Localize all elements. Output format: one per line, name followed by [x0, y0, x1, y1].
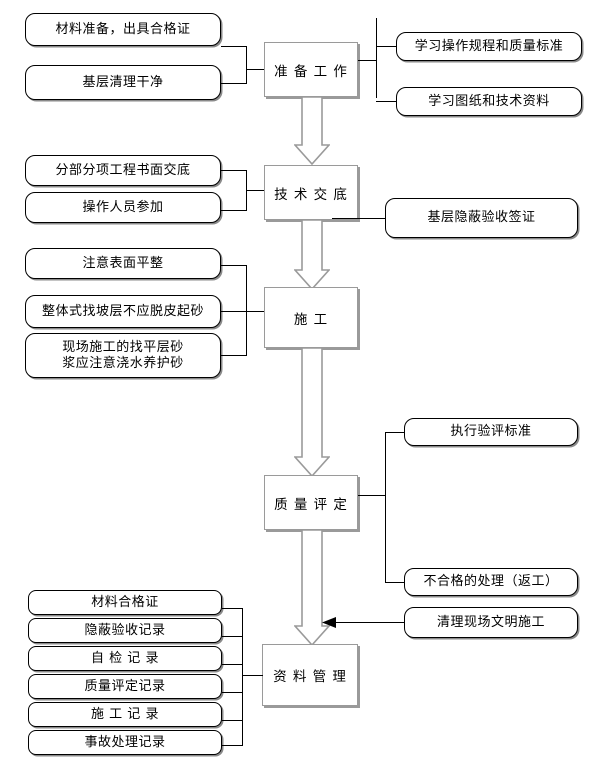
- prep-output-box-2: 学习图纸和技术资料: [396, 87, 582, 116]
- tech-input-connector-bot: [221, 210, 247, 211]
- prep-output-box-1: 学习操作规程和质量标准: [396, 32, 582, 61]
- archive-input-connector-3: [222, 664, 243, 665]
- prep-output-connector-2: [376, 101, 397, 102]
- tech-output-box-1: 基层隐蔽验收签证: [385, 198, 578, 238]
- prep-output-stem: [358, 60, 376, 61]
- archive-side-note-box: 清理现场文明施工: [404, 607, 578, 638]
- construct-input-box-1: 注意表面平整: [25, 248, 221, 279]
- archive-input-connector-6: [222, 745, 243, 746]
- quality-output-bracket: [385, 432, 386, 582]
- archive-input-box-6: 事故处理记录: [28, 730, 222, 755]
- construct-input-bracket: [246, 265, 247, 355]
- prep-input-stem: [246, 69, 264, 70]
- arrow-tech-to-construct: [294, 220, 330, 290]
- archive-input-bracket: [242, 608, 243, 745]
- archive-input-connector-4: [222, 692, 243, 693]
- construct-input-box-2: 整体式找坡层不应脱皮起砂: [25, 295, 221, 328]
- quality-output-box-2: 不合格的处理（返工）: [404, 568, 578, 596]
- construct-input-connector-2: [221, 311, 247, 312]
- prep-input-box-1: 材料准备，出具合格证: [25, 13, 221, 46]
- process-box-tech: 技 术 交 底: [264, 165, 358, 220]
- arrow-construct-to-quality: [294, 348, 330, 477]
- archive-input-box-3: 自 检 记 录: [28, 646, 222, 671]
- archive-input-connector-5: [222, 720, 243, 721]
- tech-input-connector-top: [221, 170, 247, 171]
- process-box-construct: 施 工: [264, 287, 358, 348]
- arrow-quality-to-archive: [294, 530, 330, 646]
- quality-output-connector-1: [385, 432, 405, 433]
- archive-input-stem: [242, 675, 263, 676]
- tech-output-connector: [332, 218, 386, 219]
- process-box-archive: 资 料 管 理: [262, 644, 358, 706]
- archive-input-box-1: 材料合格证: [28, 590, 222, 615]
- prep-output-connector-1: [376, 46, 397, 47]
- prep-input-bracket: [246, 46, 247, 83]
- prep-output-bracket: [376, 18, 377, 98]
- archive-input-connector-2: [222, 636, 243, 637]
- construct-input-connector-1: [221, 265, 247, 266]
- archive-input-box-4: 质量评定记录: [28, 674, 222, 699]
- side-note-arrowhead: [322, 615, 337, 630]
- construct-input-connector-3: [221, 355, 247, 356]
- side-note-connector: [335, 622, 404, 623]
- quality-output-connector-2: [385, 582, 405, 583]
- prep-input-box-2: 基层清理干净: [25, 65, 221, 100]
- arrow-prep-to-tech: [294, 97, 330, 165]
- tech-input-box-1: 分部分项工程书面交底: [25, 155, 221, 186]
- process-box-prep: 准 备 工 作: [264, 42, 358, 97]
- prep-input-connector-top: [221, 46, 247, 47]
- construct-input-stem: [246, 311, 264, 312]
- prep-input-connector-bot: [221, 83, 247, 84]
- archive-input-connector-1: [222, 608, 243, 609]
- archive-input-box-5: 施 工 记 录: [28, 702, 222, 727]
- quality-output-stem: [358, 495, 386, 496]
- tech-input-box-2: 操作人员参加: [25, 192, 221, 223]
- archive-input-box-2: 隐蔽验收记录: [28, 618, 222, 643]
- quality-output-box-1: 执行验评标准: [404, 418, 578, 446]
- construct-input-box-3: 现场施工的找平层砂 浆应注意浇水养护砂: [25, 333, 221, 378]
- process-box-quality: 质 量 评 定: [264, 475, 358, 530]
- tech-input-stem: [246, 190, 264, 191]
